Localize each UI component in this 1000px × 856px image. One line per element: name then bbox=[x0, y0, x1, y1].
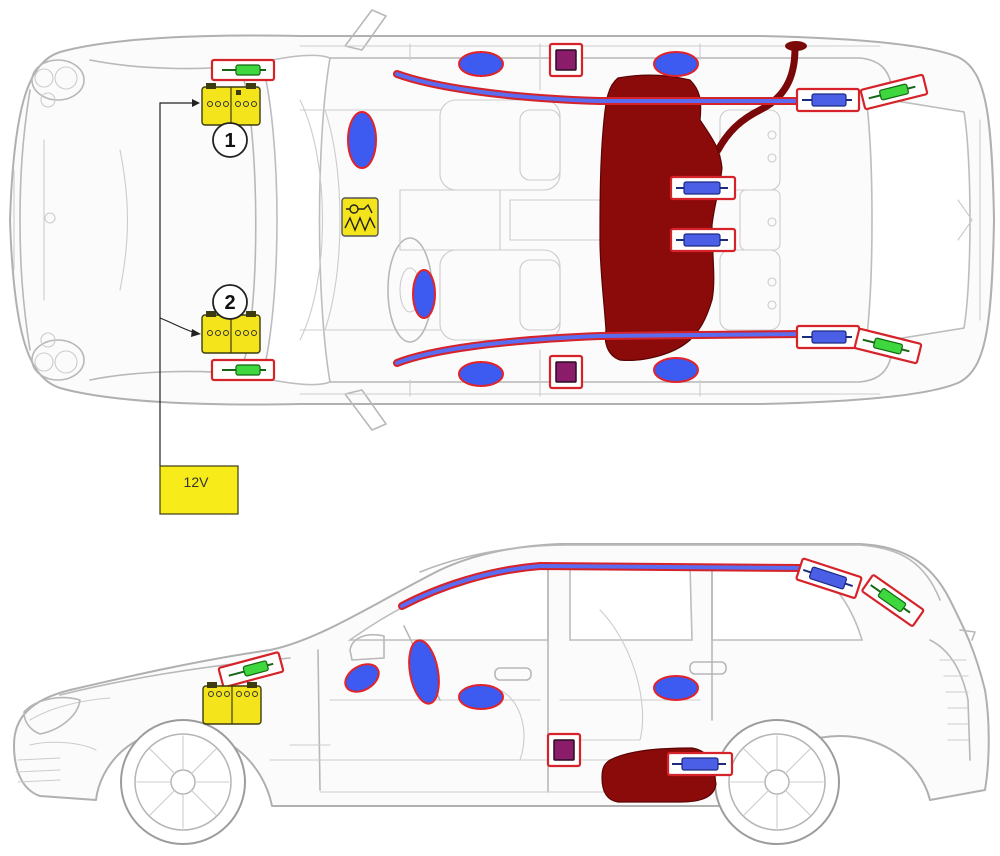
headlight-left bbox=[31, 59, 85, 108]
side-airbag-rear-left bbox=[653, 51, 699, 77]
passenger-front-airbag bbox=[347, 111, 377, 169]
gas-generator-icon bbox=[217, 651, 285, 689]
gas-generator-icon bbox=[666, 751, 734, 777]
gas-generator-icon bbox=[795, 557, 863, 599]
rear-door-handle bbox=[689, 661, 727, 675]
curtain-airbag-top-right bbox=[393, 330, 809, 367]
wiring-12v bbox=[159, 99, 201, 466]
passenger-front-airbag bbox=[344, 663, 380, 693]
side-impact-sensor-icon bbox=[548, 354, 584, 390]
mirror-right bbox=[344, 389, 387, 431]
battery-icon bbox=[201, 311, 261, 354]
fuel-filler-pipe bbox=[714, 44, 799, 154]
side-impact-sensor-icon bbox=[546, 732, 582, 768]
rear-window bbox=[569, 565, 693, 641]
hood-emblem bbox=[44, 212, 56, 224]
side-airbag-front-left bbox=[458, 51, 504, 77]
side-view bbox=[13, 543, 990, 845]
rear-wiper bbox=[959, 629, 976, 641]
front-door-handle bbox=[494, 667, 532, 681]
rear-wheel bbox=[714, 719, 840, 845]
headlight-right bbox=[31, 332, 85, 381]
side-airbag-front bbox=[458, 684, 504, 710]
battery-icon bbox=[202, 682, 262, 725]
driver-front-airbag bbox=[412, 269, 436, 319]
side-airbag-rear bbox=[653, 675, 699, 701]
gas-generator-icon bbox=[210, 358, 276, 382]
gas-generator-icon bbox=[669, 227, 737, 253]
airbag-control-unit-icon bbox=[341, 197, 379, 237]
gas-generator-icon bbox=[669, 175, 737, 201]
callout-1: 1 bbox=[212, 122, 248, 158]
callout-2: 2 bbox=[212, 284, 248, 320]
battery-icon bbox=[201, 83, 261, 126]
curtain-airbag-top-left bbox=[393, 70, 809, 105]
headlight bbox=[23, 696, 81, 735]
mirror-left bbox=[344, 9, 387, 51]
gas-generator-icon bbox=[853, 327, 923, 365]
fuel-filler-cap bbox=[785, 41, 807, 51]
side-airbag-rear-right bbox=[653, 357, 699, 383]
gas-generator-icon bbox=[859, 73, 929, 111]
gas-generator-icon bbox=[795, 324, 861, 350]
callout-2-label: 2 bbox=[224, 292, 235, 314]
gas-generator-icon bbox=[795, 87, 861, 113]
side-airbag-front-right bbox=[458, 361, 504, 387]
callout-1-label: 1 bbox=[224, 130, 235, 152]
side-impact-sensor-icon bbox=[548, 42, 584, 78]
curtain-airbag-side bbox=[398, 561, 807, 610]
driver-front-airbag bbox=[408, 639, 440, 705]
top-view: 1 2 bbox=[9, 9, 995, 466]
gas-generator-icon bbox=[861, 574, 925, 627]
front-wheel bbox=[120, 719, 246, 845]
voltage-label: 12V bbox=[184, 474, 210, 490]
side-mirror bbox=[349, 634, 385, 661]
gas-generator-icon bbox=[210, 58, 276, 82]
voltage-label-box: 12V bbox=[159, 465, 239, 515]
